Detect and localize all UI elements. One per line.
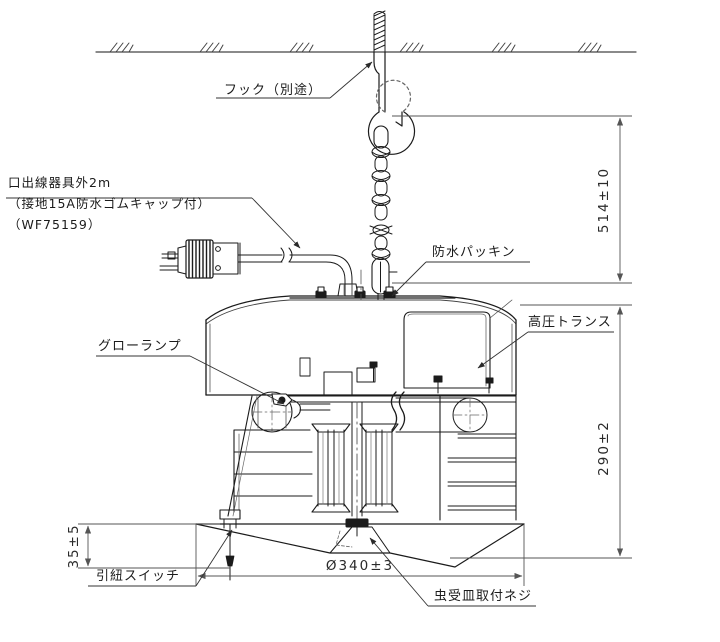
label-tray-screw: 虫受皿取付ネジ <box>434 589 532 604</box>
label-cord-line2: （接地15A防水ゴムキャップ付） <box>8 196 211 211</box>
suspension-chain <box>369 125 398 301</box>
glow-lamp <box>251 391 331 433</box>
ballast-cylinder <box>390 391 488 433</box>
internal-chassis <box>277 357 517 403</box>
ceiling-line <box>95 42 637 53</box>
dimension-text-290: 290±2 <box>596 420 612 476</box>
leader-lines <box>6 61 614 607</box>
insect-tray <box>195 518 525 581</box>
dimension-upper-514 <box>392 115 632 284</box>
label-packing: 防水パッキン <box>432 244 516 260</box>
label-transformer: 高圧トランス <box>528 314 612 330</box>
dimension-left-35 <box>78 523 230 569</box>
label-hook: フック（別途） <box>224 82 322 98</box>
label-glow-lamp: グローランプ <box>98 339 182 354</box>
dimension-text-diameter: Ø340±3 <box>326 558 394 574</box>
label-layer: フック（別途） 口出線器具外2m （接地15A防水ゴムキャップ付） （WF751… <box>8 82 612 604</box>
hook-screw-thread <box>373 10 386 53</box>
protective-cage <box>219 395 313 529</box>
vent-slots <box>439 395 517 521</box>
dimension-lower-290 <box>450 304 632 559</box>
lamp-tubes <box>311 401 399 521</box>
dimension-diameter-340 <box>195 524 525 586</box>
high-voltage-transformer <box>403 299 513 389</box>
luminaire-top-cover <box>205 269 517 396</box>
ceiling-hook <box>367 51 416 155</box>
power-cord-assembly <box>159 239 353 297</box>
dimension-text-35: 35±5 <box>66 523 82 568</box>
label-pull-switch: 引紐スイッチ <box>96 569 180 584</box>
label-cord-line3: （WF75159） <box>8 217 101 232</box>
dimension-text-514: 514±10 <box>596 167 612 233</box>
label-cord-line1: 口出線器具外2m <box>8 175 111 190</box>
